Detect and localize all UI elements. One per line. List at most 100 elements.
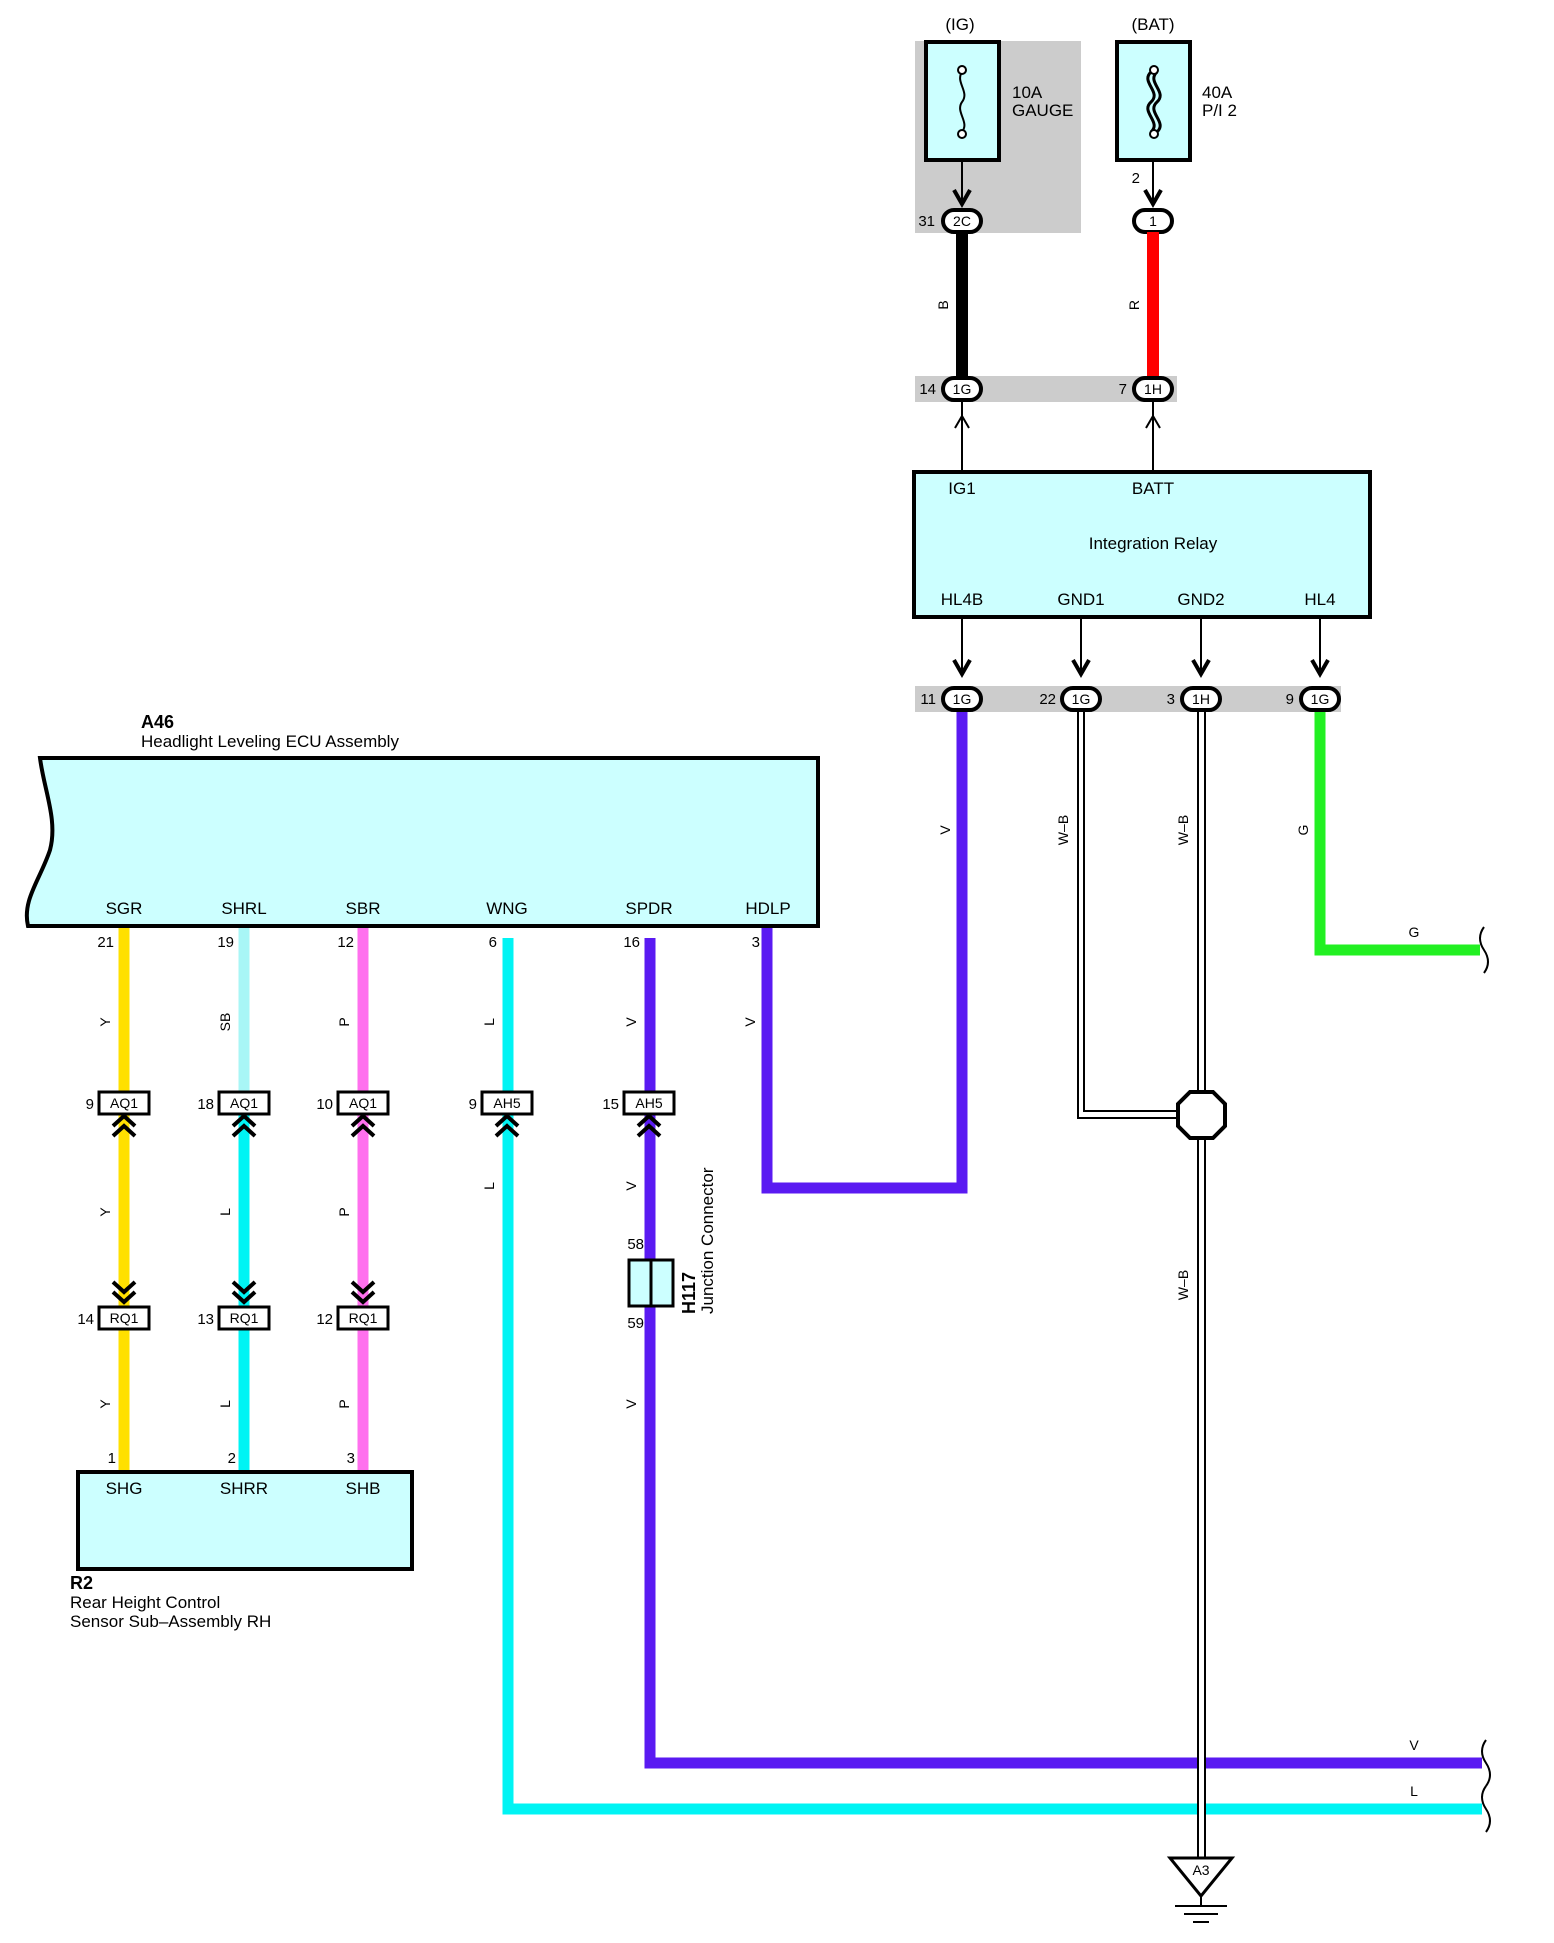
ecu-a46: A46 Headlight Leveling ECU Assembly SGR … (24, 712, 820, 928)
sensor-pin: 2 (228, 1450, 236, 1467)
integration-relay: IG1 BATT Integration Relay HL4B GND1 GND… (912, 470, 1372, 619)
chevron-up-icon (231, 1113, 257, 1138)
ecu-terminal-sbr: SBR (346, 899, 381, 918)
arrow-down-icon (1191, 659, 1211, 679)
ecu-terminal-shrl: SHRL (221, 899, 266, 918)
ecu-pin: 19 (217, 934, 234, 951)
wire-label: P (336, 1017, 352, 1026)
mid-pin: 9 (86, 1096, 94, 1113)
arrow-up-icon (1145, 414, 1161, 429)
mid-pin: 15 (602, 1096, 619, 1113)
sensor-name-line1: Rear Height Control (70, 1593, 220, 1612)
chevron-down-icon (231, 1280, 257, 1305)
mid-conn: AQ1 (110, 1095, 138, 1111)
wire-v-exit-label: V (1409, 1737, 1419, 1753)
ecu-terminal-spdr: SPDR (625, 899, 672, 918)
ground-code: A3 (1192, 1862, 1209, 1878)
wire-v-hdlp (761, 710, 968, 1194)
wire-r-label: R (1126, 300, 1142, 310)
wire-label: L (217, 1400, 233, 1408)
mid-chevrons (111, 1113, 662, 1138)
break-mark-icon (1481, 1785, 1491, 1833)
ground-a3: A3 (1166, 1856, 1236, 1923)
wire-label: L (217, 1208, 233, 1216)
sensor-pin: 3 (347, 1450, 355, 1467)
conn-2c-label: 2C (953, 213, 971, 229)
mid-conn: AH5 (635, 1095, 662, 1111)
mid-conn: AQ1 (349, 1095, 377, 1111)
connector-rq1 (97, 1305, 151, 1331)
mid-pin: 9 (469, 1096, 477, 1113)
fuse-bat-name: P/I 2 (1202, 101, 1237, 120)
relay-terminal-gnd1: GND1 (1057, 590, 1104, 609)
ecu-body (24, 756, 820, 928)
fuse-ig: (IG) 10A GAUGE (915, 15, 1081, 233)
connector-1h (1180, 686, 1222, 712)
wire-wb-gnd1-label: W–B (1055, 815, 1071, 845)
ecu-pin: 6 (489, 934, 497, 951)
low-conn: RQ1 (349, 1310, 378, 1326)
wire-label: L (481, 1018, 497, 1026)
ecu-pin: 21 (97, 934, 114, 951)
relay-terminal-batt: BATT (1132, 479, 1174, 498)
splice-point (1176, 1090, 1227, 1140)
relay-out-conn: 1H (1192, 691, 1210, 707)
arrow-down-icon (1143, 189, 1163, 209)
relay-terminal-hl4b: HL4B (941, 590, 984, 609)
wire-label: V (742, 1017, 758, 1027)
wire-l-wng (502, 938, 1482, 1815)
connector-rq1 (336, 1305, 390, 1331)
low-conn: RQ1 (110, 1310, 139, 1326)
wire-wb-gnd2-label: W–B (1175, 815, 1191, 845)
connector-1g (1299, 686, 1341, 712)
fuse-element-icon (1152, 70, 1162, 134)
sensor-body (76, 1470, 414, 1571)
relay-out-conn: 1G (953, 691, 972, 707)
wire-wb-gnd2-gap (1199, 710, 1204, 1858)
connector-1g (1060, 686, 1102, 712)
wire-label: V (623, 1017, 639, 1027)
relay-output-leads (952, 617, 1330, 679)
wire-label: Y (97, 1399, 113, 1409)
ecu-pin: 12 (337, 934, 354, 951)
fuse-ig-rating: 10A (1012, 83, 1043, 102)
relay-out-pin: 22 (1039, 691, 1056, 708)
chevron-up-icon (494, 1113, 520, 1138)
relay-in-conn-2: 1H (1144, 381, 1162, 397)
sensor-r2: 1 2 3 SHG SHRR SHB R2 Rear Height Contro… (70, 1450, 414, 1631)
junction-code: H117 (679, 1272, 699, 1314)
sensor-terminal-shb: SHB (346, 1479, 381, 1498)
relay-terminal-ig1: IG1 (948, 479, 975, 498)
sensor-code: R2 (70, 1573, 93, 1593)
chevron-down-icon (350, 1280, 376, 1305)
chevron-up-icon (111, 1113, 137, 1138)
sensor-pin: 1 (108, 1450, 116, 1467)
ecu-terminal-wng: WNG (486, 899, 528, 918)
wire-label: Y (97, 1017, 113, 1027)
arrow-up-icon (954, 414, 970, 429)
arrow-down-icon (1310, 659, 1330, 679)
wire-label: P (336, 1207, 352, 1216)
wire-v-relay-label: V (937, 825, 953, 835)
relay-in-conn-1: 1G (953, 381, 972, 397)
low-chevrons (111, 1280, 376, 1305)
mid-conn: AQ1 (230, 1095, 258, 1111)
wire-v-spdr (644, 938, 1482, 1769)
break-mark-icon (1481, 1739, 1491, 1787)
fuse-terminal-icon (957, 129, 967, 139)
conn-1-label: 1 (1149, 213, 1157, 229)
wire-wb-ground-label: W–B (1175, 1270, 1191, 1300)
wire-label: Y (97, 1207, 113, 1217)
relay-name: Integration Relay (1089, 534, 1218, 553)
low-pin: 12 (316, 1311, 333, 1328)
sensor-terminal-shg: SHG (106, 1479, 143, 1498)
relay-body (912, 470, 1372, 619)
fuse-terminal-icon (1149, 129, 1159, 139)
ecu-pin: 3 (752, 934, 760, 951)
wire-label: SB (217, 1013, 233, 1032)
fuse-ig-source: (IG) (945, 15, 974, 34)
wire-l-exit-label: L (1410, 1783, 1418, 1799)
conn-2c-pin: 31 (918, 213, 935, 230)
junction-name: Junction Connector (698, 1167, 717, 1314)
